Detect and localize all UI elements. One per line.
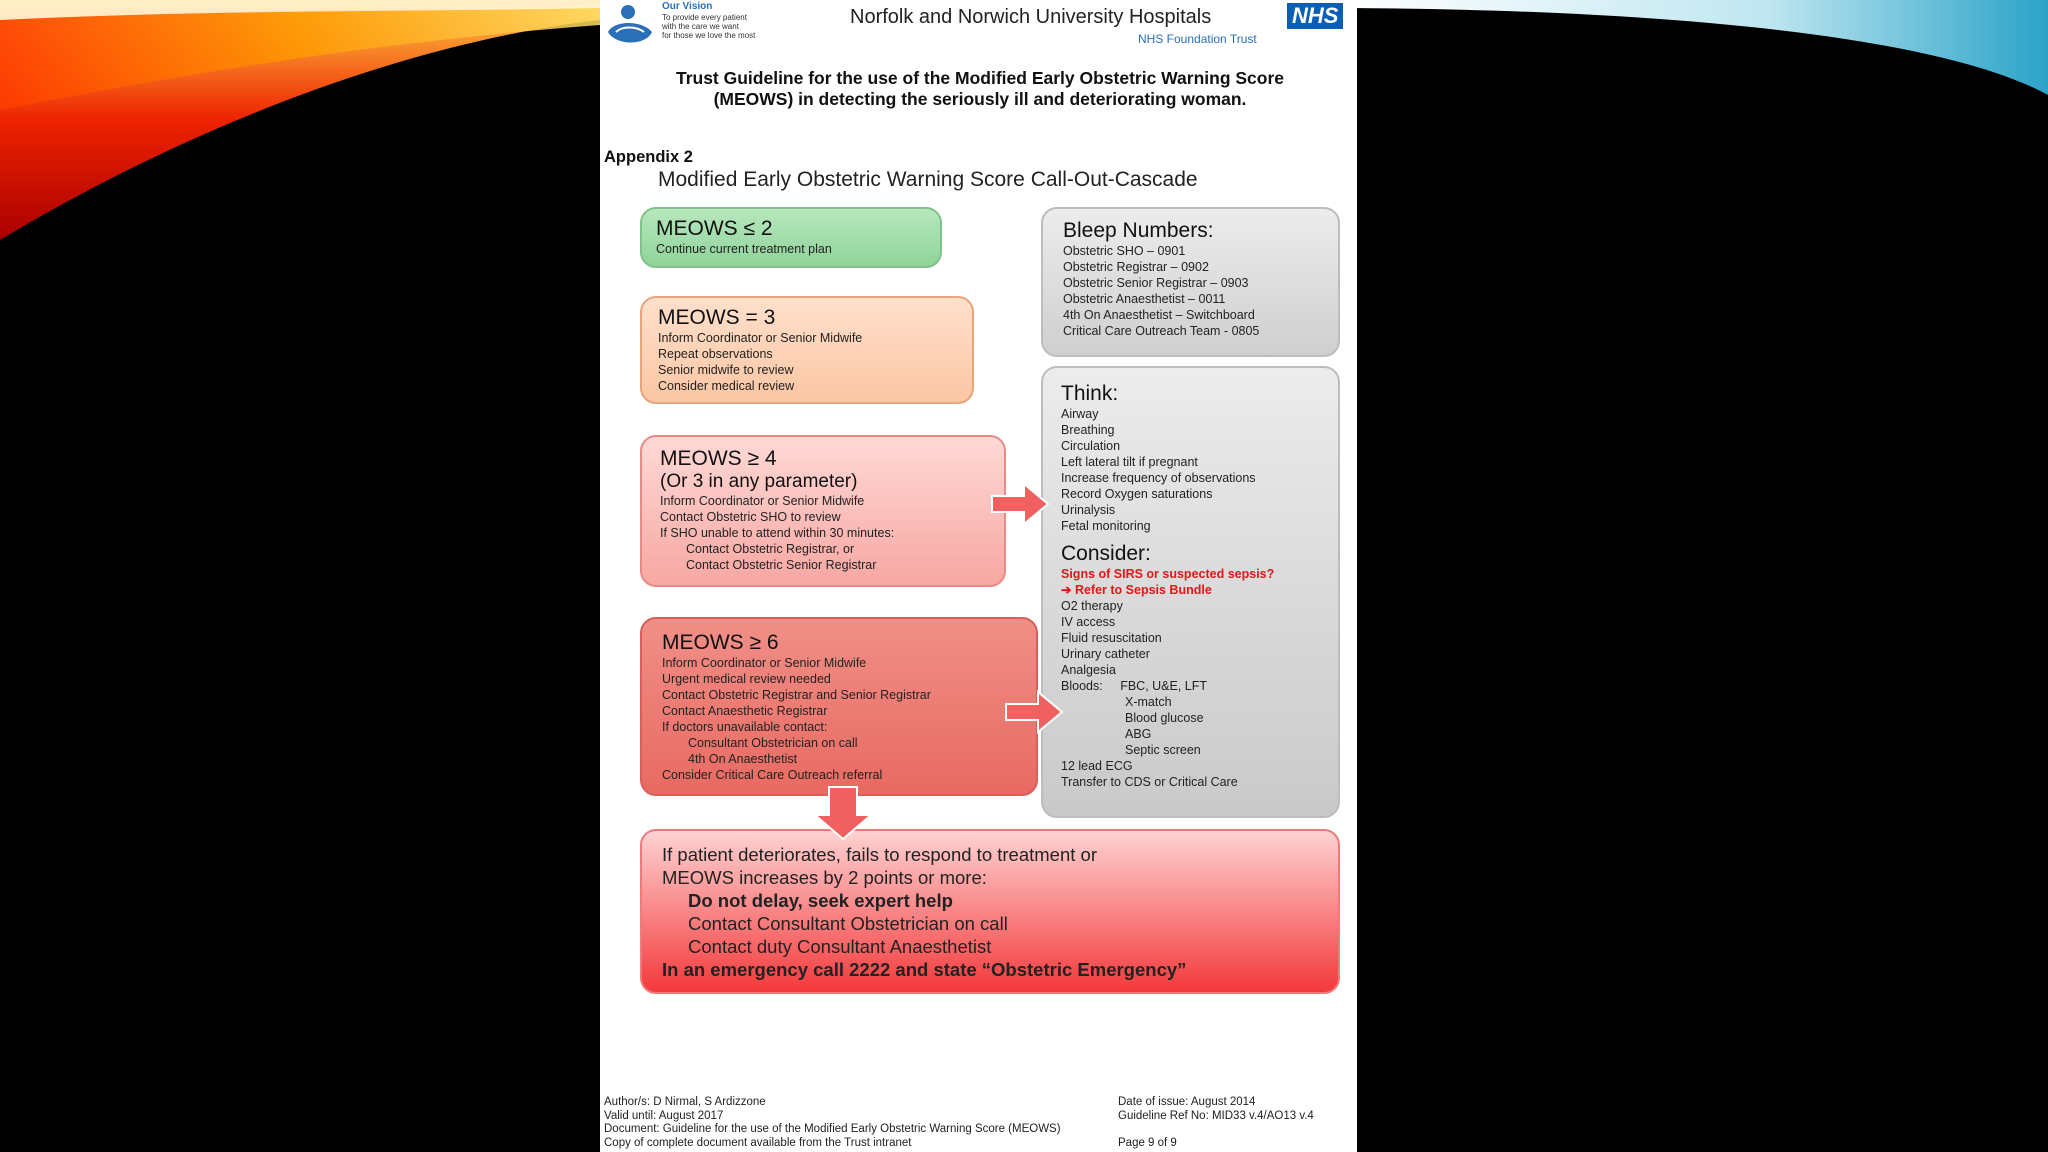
- consider-line: Fluid resuscitation: [1061, 630, 1320, 646]
- escalation-line: If patient deteriorates, fails to respon…: [662, 843, 1318, 866]
- bleep-line: 4th On Anaesthetist – Switchboard: [1063, 307, 1318, 323]
- consider-line: Transfer to CDS or Critical Care: [1061, 774, 1320, 790]
- decorative-swoosh-left: [0, 0, 600, 250]
- title-line: (MEOWS) in detecting the seriously ill a…: [620, 89, 1340, 110]
- meows-ge-6-box: MEOWS ≥ 6 Inform Coordinator or Senior M…: [640, 617, 1038, 796]
- trust-name: Norfolk and Norwich University Hospitals: [850, 6, 1211, 29]
- think-line: Left lateral tilt if pregnant: [1061, 454, 1320, 470]
- arrow-down-icon: [813, 785, 873, 841]
- box-heading: MEOWS = 3: [658, 306, 956, 330]
- box-heading: MEOWS ≥ 4: [660, 447, 986, 471]
- footer-page-number: Page 9 of 9: [1118, 1137, 1314, 1151]
- footer-valid-until: Valid until: August 2017: [604, 1110, 1061, 1124]
- bloods-item: Blood glucose: [1061, 710, 1320, 726]
- bleep-line: Critical Care Outreach Team - 0805: [1063, 323, 1318, 339]
- box-line: Contact Obstetric Senior Registrar: [660, 557, 986, 573]
- vision-statement: Our Vision To provide every patient with…: [662, 1, 792, 40]
- vision-line: with the care we want: [662, 22, 792, 31]
- box-line: Contact Obstetric Registrar, or: [660, 541, 986, 557]
- foundation-trust-label: NHS Foundation Trust: [1138, 32, 1257, 46]
- bleep-line: Obstetric Senior Registrar – 0903: [1063, 275, 1318, 291]
- vision-title: Our Vision: [662, 1, 792, 13]
- vision-line: for those we love the most: [662, 31, 792, 40]
- meows-ge-4-box: MEOWS ≥ 4 (Or 3 in any parameter) Inform…: [640, 435, 1006, 587]
- title-line: Trust Guideline for the use of the Modif…: [620, 68, 1340, 89]
- footer-right: Date of issue: August 2014 Guideline Ref…: [1118, 1096, 1314, 1150]
- box-line: Senior midwife to review: [658, 362, 956, 378]
- meows-eq-3-box: MEOWS = 3 Inform Coordinator or Senior M…: [640, 296, 974, 404]
- arrow-right-icon: [990, 482, 1050, 526]
- box-line: Contact Anaesthetic Registrar: [662, 703, 1016, 719]
- box-heading: Bleep Numbers:: [1063, 219, 1318, 243]
- consider-line: Urinary catheter: [1061, 646, 1320, 662]
- box-line: Contact Obstetric Registrar and Senior R…: [662, 687, 1016, 703]
- consider-line: 12 lead ECG: [1061, 758, 1320, 774]
- appendix-label: Appendix 2: [604, 148, 693, 167]
- box-subheading: (Or 3 in any parameter): [660, 471, 986, 493]
- footer-authors: Author/s: D Nirmal, S Ardizzone: [604, 1096, 1061, 1110]
- box-line: Inform Coordinator or Senior Midwife: [662, 655, 1016, 671]
- escalation-strong: Do not delay, seek expert help: [662, 889, 1318, 912]
- box-line: Consider medical review: [658, 378, 956, 394]
- arrow-right-icon: [1004, 690, 1064, 734]
- nhs-logo: NHS: [1287, 3, 1343, 29]
- bleep-numbers-box: Bleep Numbers: Obstetric SHO – 0901 Obst…: [1041, 207, 1340, 357]
- box-line: Continue current treatment plan: [656, 241, 926, 257]
- sepsis-warning: Signs of SIRS or suspected sepsis?: [1061, 566, 1320, 582]
- think-line: Fetal monitoring: [1061, 518, 1320, 534]
- cascade-title: Modified Early Obstetric Warning Score C…: [658, 168, 1198, 192]
- box-heading: MEOWS ≤ 2: [656, 217, 926, 241]
- sepsis-bundle-referral: ➔ Refer to Sepsis Bundle: [1061, 582, 1320, 598]
- box-line: Inform Coordinator or Senior Midwife: [658, 330, 956, 346]
- think-consider-box: Think: Airway Breathing Circulation Left…: [1041, 366, 1340, 818]
- footer-document: Document: Guideline for the use of the M…: [604, 1123, 1061, 1137]
- think-heading: Think:: [1061, 382, 1320, 406]
- box-line: Contact Obstetric SHO to review: [660, 509, 986, 525]
- escalation-contact: Contact Consultant Obstetrician on call: [662, 912, 1318, 935]
- bleep-line: Obstetric Anaesthetist – 0011: [1063, 291, 1318, 307]
- footer-copy-note: Copy of complete document available from…: [604, 1137, 1061, 1151]
- bloods-item: ABG: [1061, 726, 1320, 742]
- document-title: Trust Guideline for the use of the Modif…: [620, 68, 1340, 110]
- emergency-call-line: In an emergency call 2222 and state “Obs…: [662, 958, 1318, 981]
- consider-line: Analgesia: [1061, 662, 1320, 678]
- bloods-item: FBC, U&E, LFT: [1106, 679, 1207, 693]
- bloods-row: Bloods: FBC, U&E, LFT: [1061, 678, 1320, 694]
- box-line: Consultant Obstetrician on call: [662, 735, 1016, 751]
- footer-left: Author/s: D Nirmal, S Ardizzone Valid un…: [604, 1096, 1061, 1150]
- consider-heading: Consider:: [1061, 542, 1320, 566]
- vision-line: To provide every patient: [662, 13, 792, 22]
- think-line: Increase frequency of observations: [1061, 470, 1320, 486]
- box-line: 4th On Anaesthetist: [662, 751, 1016, 767]
- escalation-contact: Contact duty Consultant Anaesthetist: [662, 935, 1318, 958]
- box-line: If doctors unavailable contact:: [662, 719, 1016, 735]
- footer-ref: Guideline Ref No: MID33 v.4/AO13 v.4: [1118, 1110, 1314, 1124]
- consider-line: O2 therapy: [1061, 598, 1320, 614]
- escalation-box: If patient deteriorates, fails to respon…: [640, 829, 1340, 994]
- box-line: Repeat observations: [658, 346, 956, 362]
- bloods-item: X-match: [1061, 694, 1320, 710]
- footer-issue-date: Date of issue: August 2014: [1118, 1096, 1314, 1110]
- bleep-line: Obstetric Registrar – 0902: [1063, 259, 1318, 275]
- box-line: Consider Critical Care Outreach referral: [662, 767, 1016, 783]
- think-line: Urinalysis: [1061, 502, 1320, 518]
- escalation-line: MEOWS increases by 2 points or more:: [662, 866, 1318, 889]
- decorative-swoosh-right: [1348, 0, 2048, 110]
- think-line: Breathing: [1061, 422, 1320, 438]
- box-line: Inform Coordinator or Senior Midwife: [660, 493, 986, 509]
- meows-le-2-box: MEOWS ≤ 2 Continue current treatment pla…: [640, 207, 942, 268]
- guideline-page: Our Vision To provide every patient with…: [600, 0, 1357, 1152]
- box-line: Urgent medical review needed: [662, 671, 1016, 687]
- box-heading: MEOWS ≥ 6: [662, 631, 1016, 655]
- think-line: Record Oxygen saturations: [1061, 486, 1320, 502]
- think-line: Airway: [1061, 406, 1320, 422]
- bloods-item: Septic screen: [1061, 742, 1320, 758]
- think-line: Circulation: [1061, 438, 1320, 454]
- consider-line: IV access: [1061, 614, 1320, 630]
- trust-vision-logo: [604, 2, 656, 48]
- bleep-line: Obstetric SHO – 0901: [1063, 243, 1318, 259]
- box-line: If SHO unable to attend within 30 minute…: [660, 525, 986, 541]
- bloods-label: Bloods:: [1061, 679, 1103, 693]
